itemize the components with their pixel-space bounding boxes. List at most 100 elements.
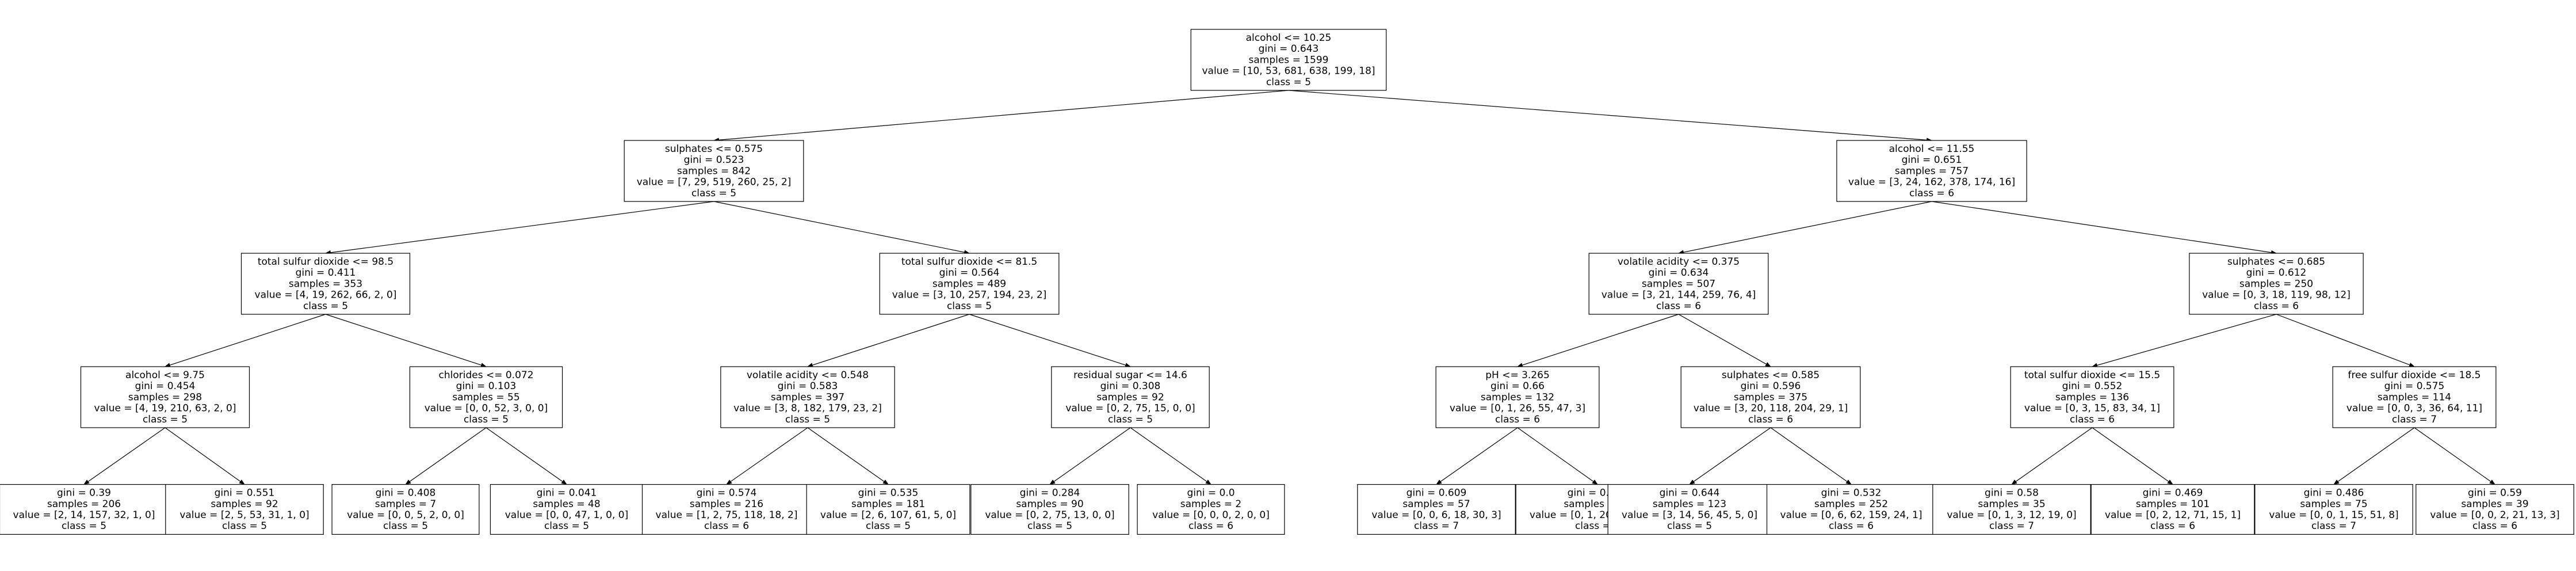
node-text-line: samples = 206 xyxy=(47,498,121,510)
node-text-line: samples = 489 xyxy=(932,278,1006,290)
node-text-line: samples = 136 xyxy=(2055,391,2129,403)
tree-edge xyxy=(726,427,808,485)
tree-edge xyxy=(2333,427,2415,485)
node-text-line: gini = 0.552 xyxy=(2062,380,2123,392)
node-text-line: class = 6 xyxy=(1748,414,1793,425)
node-box xyxy=(240,253,411,315)
node-text-line: alcohol <= 10.25 xyxy=(1246,32,1332,44)
node-text-line: value = [10, 53, 681, 638, 199, 18] xyxy=(1202,66,1375,77)
node-text-line: gini = 0.609 xyxy=(1407,488,1467,499)
node-text-line: class = 5 xyxy=(785,414,830,425)
node-text-line: value = [3, 21, 144, 259, 76, 4] xyxy=(1602,290,1756,301)
tree-edge xyxy=(325,201,714,255)
node-text-line: value = [3, 8, 182, 179, 23, 2] xyxy=(733,403,882,414)
node-text-line: gini = 0.583 xyxy=(778,380,838,392)
node-text-line: gini = 0.58 xyxy=(1985,488,2039,499)
node-text-line: value = [0, 0, 47, 1, 0, 0] xyxy=(505,509,629,521)
node-text-line: gini = 0.644 xyxy=(1660,488,1720,499)
edges-layer xyxy=(83,90,2495,485)
node-text-line: samples = 75 xyxy=(2300,498,2367,510)
node-text-line: samples = 132 xyxy=(1481,391,1554,403)
node-text-line: value = [3, 24, 162, 378, 174, 16] xyxy=(1848,177,2015,188)
node-text-line: gini = 0.535 xyxy=(858,488,919,499)
node-text-line: class = 5 xyxy=(383,520,428,532)
node-text-line: class = 6 xyxy=(704,520,749,532)
node-text-line: value = [0, 2, 75, 15, 0, 0] xyxy=(1065,403,1195,414)
node-text-line: samples = 123 xyxy=(1653,498,1726,510)
node-box xyxy=(2090,484,2255,535)
node-box xyxy=(2010,366,2174,428)
node-text-line: gini = 0.284 xyxy=(1020,488,1080,499)
node-text-line: value = [0, 0, 6, 18, 30, 3] xyxy=(1371,509,1501,521)
tree-edge xyxy=(2276,314,2415,367)
node-text-line: pH <= 3.265 xyxy=(1485,370,1550,381)
node-text-line: value = [0, 1, 3, 12, 19, 0] xyxy=(1947,509,2076,521)
node-text-line: value = [3, 14, 56, 45, 5, 0] xyxy=(1622,509,1757,521)
node-text-line: samples = 298 xyxy=(128,391,202,403)
node-text-line: gini = 0.643 xyxy=(1259,43,1319,55)
tree-edge xyxy=(1288,90,1932,143)
node-text-line: gini = 0.308 xyxy=(1100,380,1161,392)
tree-edge xyxy=(1931,201,2277,255)
node-text-line: class = 7 xyxy=(2311,520,2356,532)
tree-edge xyxy=(325,314,487,368)
node-text-line: sulphates <= 0.585 xyxy=(1722,370,1820,381)
node-text-line: samples = 55 xyxy=(452,391,519,403)
node-text-line: gini = 0.103 xyxy=(456,380,517,392)
node-text-line: samples = 90 xyxy=(1016,498,1083,510)
node-box xyxy=(409,366,563,428)
node-box xyxy=(1435,366,1600,428)
node-text-line: class = 5 xyxy=(1266,77,1311,88)
node-text-line: alcohol <= 11.55 xyxy=(1889,143,1975,155)
tree-edge xyxy=(1770,427,1852,485)
tree-edge xyxy=(165,427,245,485)
node-box xyxy=(879,253,1060,315)
node-text-line: class = 5 xyxy=(544,520,589,532)
node-text-line: gini = 0.66 xyxy=(1490,380,1545,392)
node-text-line: gini = 0.411 xyxy=(296,267,356,279)
node-text-line: samples = 507 xyxy=(1642,278,1715,290)
node-text-line: samples = 57 xyxy=(1402,498,1470,510)
node-text-line: class = 6 xyxy=(2472,520,2517,532)
tree-edge xyxy=(1049,427,1131,485)
node-box xyxy=(2416,484,2574,535)
node-text-line: value = [0, 0, 2, 21, 13, 3] xyxy=(2430,509,2559,521)
node-text-line: samples = 252 xyxy=(1814,498,1888,510)
tree-edge xyxy=(807,427,889,485)
node-text-line: samples = 250 xyxy=(2239,278,2313,290)
node-box xyxy=(490,484,644,535)
tree-edge xyxy=(405,427,487,485)
node-text-line: class = 5 xyxy=(691,188,736,199)
node-text-line: class = 7 xyxy=(2392,414,2437,425)
node-text-line: class = 5 xyxy=(464,414,509,425)
node-text-line: gini = 0.454 xyxy=(135,380,196,392)
node-text-line: total sulfur dioxide <= 81.5 xyxy=(901,256,1037,268)
node-text-line: gini = 0.634 xyxy=(1649,267,1709,279)
node-box xyxy=(1607,484,1772,535)
node-text-line: samples = 216 xyxy=(690,498,763,510)
tree-edge xyxy=(1436,427,1518,485)
node-box xyxy=(2189,253,2364,315)
node-text-line: gini = 0.408 xyxy=(376,488,436,499)
node-text-line: class = 5 xyxy=(62,520,106,532)
node-text-line: class = 7 xyxy=(1414,520,1459,532)
node-text-line: class = 5 xyxy=(222,520,267,532)
node-text-line: sulphates <= 0.575 xyxy=(665,143,763,155)
node-box xyxy=(1051,366,1210,428)
node-text-line: total sulfur dioxide <= 15.5 xyxy=(2024,370,2160,381)
node-box xyxy=(1932,484,2091,535)
node-text-line: sulphates <= 0.685 xyxy=(2227,256,2325,268)
